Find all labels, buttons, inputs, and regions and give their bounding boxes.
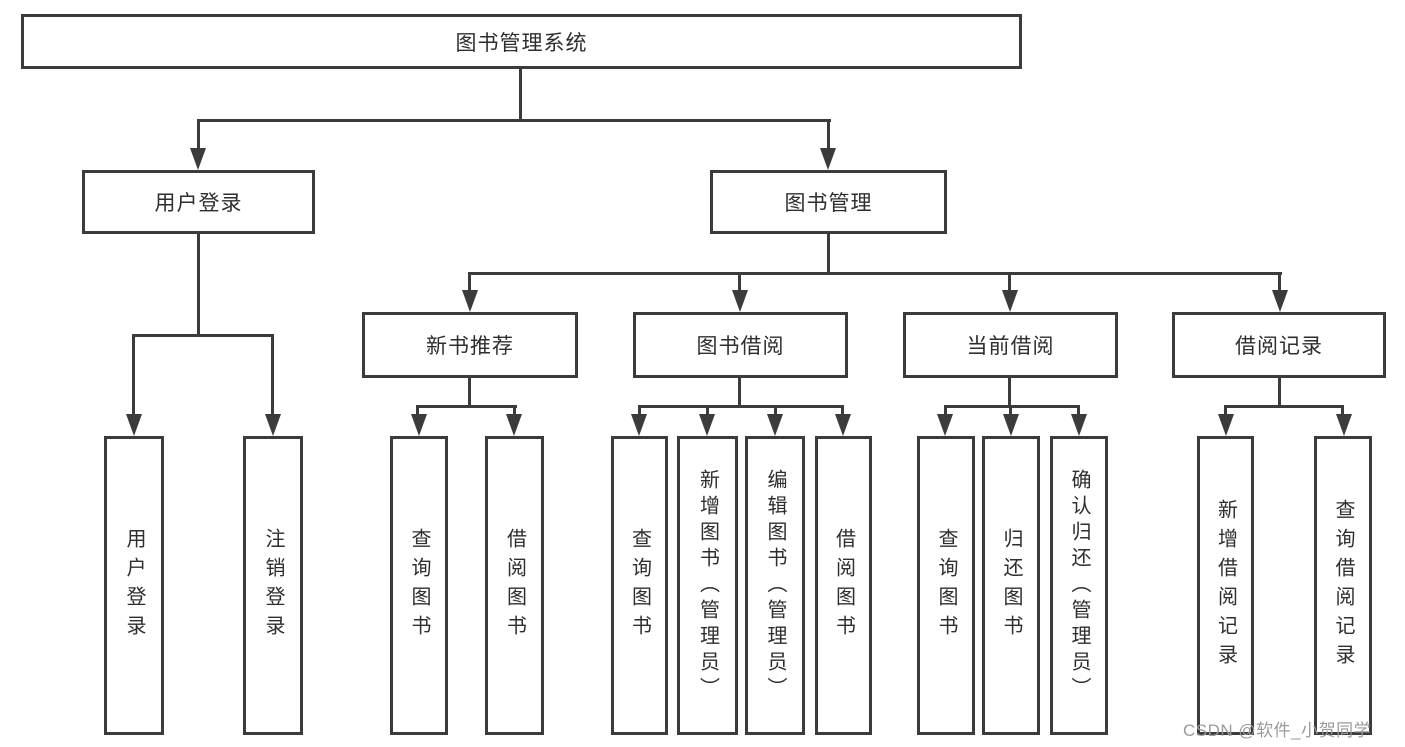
connector xyxy=(1077,405,1080,415)
connector xyxy=(519,68,522,121)
connector xyxy=(1341,405,1344,415)
leaf-records-add-record: 新增借阅记录 xyxy=(1197,436,1254,735)
leaf-newbooks-borrow-books: 借阅图书 xyxy=(485,436,544,735)
arrowhead-down-icon xyxy=(1071,414,1087,436)
connector xyxy=(827,234,830,274)
arrowhead-down-icon xyxy=(631,414,647,436)
connector xyxy=(944,405,947,415)
connector xyxy=(638,405,641,415)
connector xyxy=(197,119,200,150)
connector xyxy=(271,334,274,414)
leaf-logout-label: 注销登录 xyxy=(262,527,284,644)
node-book-borrow-label: 图书借阅 xyxy=(696,335,785,358)
connector xyxy=(841,405,844,415)
node-book-borrow: 图书借阅 xyxy=(633,312,848,378)
leaf-current-query-books: 查询图书 xyxy=(917,436,975,735)
leaf-borrow-borrow-books-label: 借阅图书 xyxy=(832,527,855,644)
leaf-records-query-record-label: 查询借阅记录 xyxy=(1332,498,1354,673)
connector xyxy=(468,272,471,292)
leaf-current-return-books-label: 归还图书 xyxy=(1000,527,1022,644)
connector xyxy=(197,233,200,336)
node-borrow-records-label: 借阅记录 xyxy=(1235,335,1323,358)
leaf-logout: 注销登录 xyxy=(243,436,303,735)
node-user-login: 用户登录 xyxy=(82,170,315,234)
node-user-login-label: 用户登录 xyxy=(154,192,243,215)
arrowhead-down-icon xyxy=(1218,414,1234,436)
connector xyxy=(738,378,741,407)
arrowhead-down-icon xyxy=(767,414,783,436)
node-new-book-recommend-label: 新书推荐 xyxy=(426,335,514,358)
connector xyxy=(774,405,777,415)
connector xyxy=(1278,272,1281,292)
node-book-management-label: 图书管理 xyxy=(784,192,873,215)
connector xyxy=(706,405,709,415)
arrowhead-down-icon xyxy=(699,414,715,436)
connector xyxy=(132,334,274,337)
arrowhead-down-icon xyxy=(265,414,281,436)
arrowhead-down-icon xyxy=(820,148,836,170)
leaf-borrow-add-books-admin: 新增图书（管理员） xyxy=(677,436,738,735)
leaf-borrow-edit-books-admin: 编辑图书（管理员） xyxy=(745,436,805,735)
node-borrow-records: 借阅记录 xyxy=(1172,312,1386,378)
leaf-records-query-record: 查询借阅记录 xyxy=(1314,436,1372,735)
leaf-borrow-edit-books-admin-label: 编辑图书（管理员） xyxy=(764,468,786,703)
node-root-label: 图书管理系统 xyxy=(455,31,588,55)
arrowhead-down-icon xyxy=(732,290,748,312)
leaf-newbooks-query-books-label: 查询图书 xyxy=(408,527,430,644)
node-root: 图书管理系统 xyxy=(21,14,1022,69)
node-book-management: 图书管理 xyxy=(710,170,947,234)
connector xyxy=(197,119,831,122)
arrowhead-down-icon xyxy=(1002,290,1018,312)
leaf-borrow-borrow-books: 借阅图书 xyxy=(815,436,872,735)
leaf-borrow-query-books-label: 查询图书 xyxy=(628,527,651,644)
connector xyxy=(416,405,517,408)
connector xyxy=(468,272,1282,275)
arrowhead-down-icon xyxy=(1272,290,1288,312)
connector xyxy=(1009,405,1012,415)
leaf-newbooks-borrow-books-label: 借阅图书 xyxy=(503,527,526,644)
connector xyxy=(1008,378,1011,407)
connector xyxy=(416,405,419,415)
csdn-watermark: CSDN @软件_小贺同学 xyxy=(1183,721,1372,740)
connector xyxy=(827,119,830,150)
connector xyxy=(1278,378,1281,407)
arrowhead-down-icon xyxy=(126,414,142,436)
arrowhead-down-icon xyxy=(506,414,522,436)
node-new-book-recommend: 新书推荐 xyxy=(362,312,578,378)
leaf-records-add-record-label: 新增借阅记录 xyxy=(1214,498,1237,673)
connector xyxy=(638,405,844,408)
connector xyxy=(1008,272,1011,292)
leaf-current-query-books-label: 查询图书 xyxy=(935,527,957,644)
leaf-borrow-add-books-admin-label: 新增图书（管理员） xyxy=(696,468,719,703)
leaf-borrow-query-books: 查询图书 xyxy=(611,436,668,735)
connector xyxy=(132,334,135,414)
leaf-current-confirm-return-admin-label: 确认归还（管理员） xyxy=(1068,468,1090,703)
arrowhead-down-icon xyxy=(937,414,953,436)
leaf-user-login-label: 用户登录 xyxy=(123,527,145,644)
connector xyxy=(468,378,471,407)
arrowhead-down-icon xyxy=(190,148,206,170)
connector xyxy=(1224,405,1344,408)
leaf-current-confirm-return-admin: 确认归还（管理员） xyxy=(1050,436,1108,735)
node-current-borrow: 当前借阅 xyxy=(903,312,1118,378)
connector xyxy=(513,405,516,415)
connector xyxy=(738,272,741,292)
leaf-newbooks-query-books: 查询图书 xyxy=(390,436,448,735)
node-current-borrow-label: 当前借阅 xyxy=(966,335,1055,358)
connector xyxy=(1224,405,1227,415)
arrowhead-down-icon xyxy=(462,290,478,312)
arrowhead-down-icon xyxy=(1336,414,1352,436)
connector xyxy=(944,405,1080,408)
arrowhead-down-icon xyxy=(1003,414,1019,436)
arrowhead-down-icon xyxy=(835,414,851,436)
arrowhead-down-icon xyxy=(411,414,427,436)
leaf-user-login: 用户登录 xyxy=(104,436,164,735)
leaf-current-return-books: 归还图书 xyxy=(982,436,1040,735)
